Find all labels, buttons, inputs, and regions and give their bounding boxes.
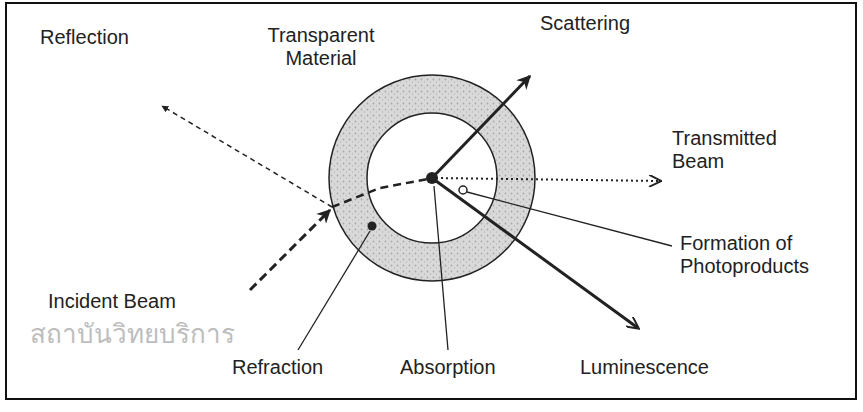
label: Luminescence: [580, 356, 730, 379]
material-outer-circle: [329, 75, 535, 281]
leader-line: [467, 192, 672, 246]
label: Transmitted Beam: [672, 127, 796, 173]
refraction-beam: [332, 179, 428, 207]
incident-beam: [250, 210, 330, 290]
label: Refraction: [232, 356, 352, 379]
label: Scattering: [540, 12, 670, 35]
leader-line: [434, 186, 448, 350]
label: Absorption: [400, 356, 520, 379]
label: Reflection: [40, 26, 170, 49]
refraction-dot: [368, 222, 377, 231]
label: Incident Beam: [48, 290, 218, 313]
leader-line: [298, 231, 370, 350]
label: Formation of Photoproducts: [680, 232, 852, 278]
center-dot: [426, 172, 438, 184]
label: Transparent Material: [258, 24, 384, 70]
frame: [6, 3, 856, 399]
reflection-beam: [162, 106, 332, 207]
scattering-arrow: [432, 76, 530, 178]
photoproduct-dot: [459, 186, 467, 194]
transmitted-beam: [436, 178, 660, 181]
luminescence-arrow: [432, 178, 638, 328]
watermark: สถาบันวิทยบริการ: [30, 320, 260, 350]
